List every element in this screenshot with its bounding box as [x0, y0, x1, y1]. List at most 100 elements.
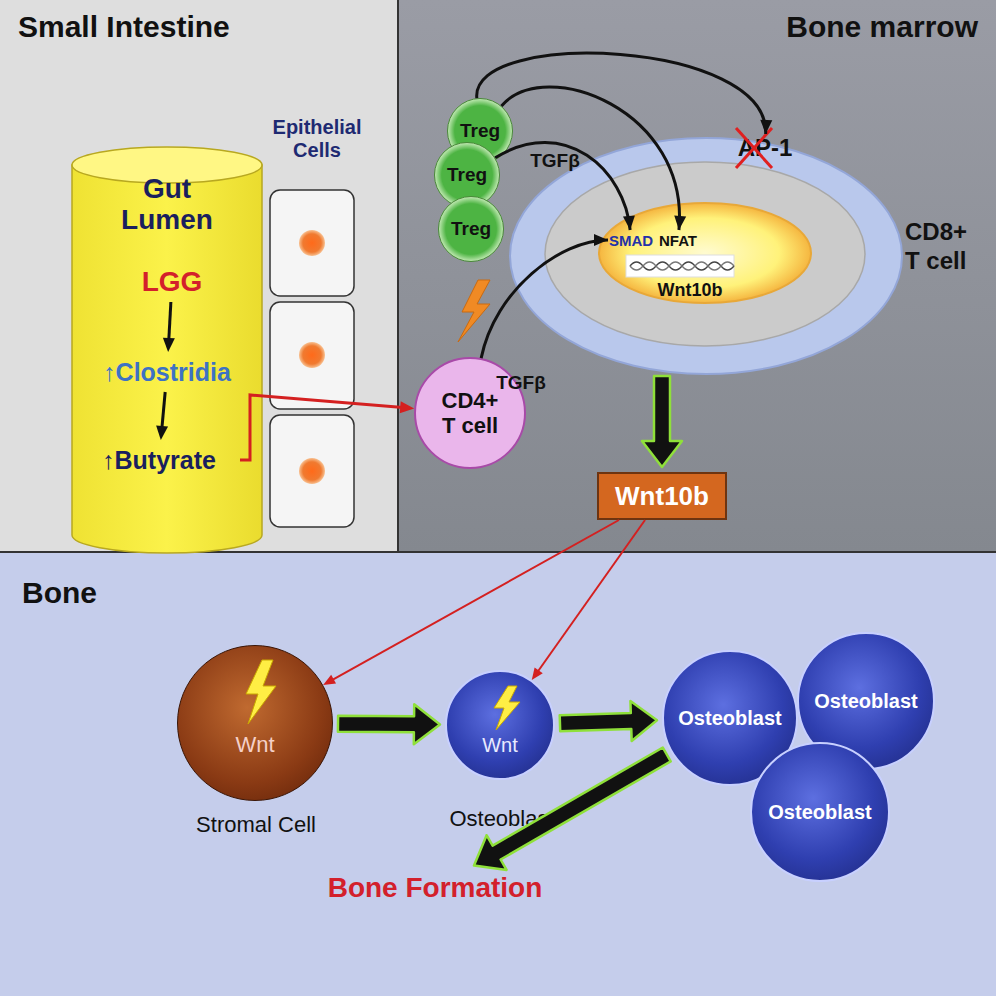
panel-band: Bone marrowTregTregTregCD8+ T cellSMADNF…: [398, 0, 996, 552]
connector: [642, 376, 682, 467]
wnt10b-box: Wnt10b: [597, 472, 727, 520]
arrow-head: [623, 216, 635, 230]
connector: [560, 701, 657, 741]
transcription-factor: SMAD: [608, 230, 654, 250]
dna-helix: [630, 262, 734, 270]
panel-band: BoneWntStromal CellWntOsteoblastOsteobla…: [0, 552, 996, 996]
cell-membrane: [510, 138, 902, 374]
node-text: Wnt: [482, 734, 518, 757]
arrow-head: [674, 216, 686, 230]
cell-nucleus-dot: [299, 230, 325, 256]
lightning-symbol: [458, 280, 490, 342]
dna-helix: [630, 262, 734, 270]
connector: [156, 392, 168, 440]
node-text: CD8+ T cell: [905, 218, 983, 276]
panel-background: [0, 552, 996, 996]
treg-cell: Treg: [438, 196, 504, 262]
dna-frame: [626, 255, 734, 277]
node-text: SMAD: [609, 232, 653, 249]
connector: [495, 143, 635, 230]
curved-arrow-line: [477, 53, 766, 134]
connector: [481, 234, 608, 358]
connector: [477, 53, 773, 134]
bacteria-label: LGG: [117, 262, 227, 302]
transcription-factor: AP-1: [730, 134, 800, 162]
node-text: Osteoblast: [814, 690, 917, 713]
epithelial-cell: [270, 190, 354, 296]
connector: [163, 302, 175, 352]
arrow-line: [332, 520, 619, 680]
node-text: Treg: [451, 218, 491, 240]
curved-arrow-line: [481, 240, 608, 358]
connector: [474, 748, 671, 870]
block-arrow: [642, 376, 682, 467]
epithelial-cell: [270, 415, 354, 527]
cell-nucleus-dot: [299, 342, 325, 368]
lightning-symbol: [246, 660, 276, 724]
cd8-t-cell: CD8+ T cellSMADNFATAP-1Wnt10b: [510, 138, 902, 374]
node-text: Osteoblast: [768, 801, 871, 824]
lightning-symbol: [494, 686, 520, 730]
inhibition-cross: [736, 128, 772, 168]
curved-arrow-line: [501, 87, 679, 230]
node-text: CD4+ T cell: [435, 388, 505, 439]
arrow-head: [594, 234, 608, 246]
node-text: NFAT: [659, 232, 697, 249]
arrow-head: [532, 667, 543, 680]
node-text: Wnt: [235, 732, 274, 758]
node-text: Treg: [447, 164, 487, 186]
node-text: LGG: [142, 266, 203, 298]
connector: [532, 520, 645, 680]
cell-layer-label: Epithelial Cells: [262, 116, 372, 162]
cytoplasm: [545, 162, 865, 346]
node-text: Osteoblast: [678, 707, 781, 730]
panel-band: Small IntestineGut LumenLGG ↑Clostridia ↑B…: [0, 0, 398, 552]
osteoblast-cell: Osteoblast: [750, 742, 890, 882]
node-text: Wnt10b: [615, 481, 709, 512]
node-text: ↑Butyrate: [102, 446, 216, 475]
node-caption: Stromal Cell: [156, 812, 356, 838]
node-text: Bone marrow: [728, 10, 978, 44]
nucleus: [599, 203, 811, 303]
epithelial-cell: [270, 302, 354, 409]
transcription-factor: NFAT: [654, 230, 702, 250]
connector: [240, 395, 414, 460]
arrow-line: [169, 302, 171, 341]
cytokine-label: TGFβ: [520, 150, 590, 172]
node-text: ↑Clostridia: [103, 358, 231, 387]
node-text: AP-1: [738, 134, 793, 162]
arrow-line: [537, 520, 645, 672]
stromal-cell: WntStromal Cell: [177, 645, 333, 801]
block-arrow: [474, 748, 671, 870]
arrow-head: [163, 338, 175, 352]
connector: [323, 520, 619, 685]
node-text: Gut Lumen: [117, 174, 217, 236]
panel-background: [398, 0, 996, 552]
node-text: Small Intestine: [18, 10, 378, 44]
gut-lumen-cylinder: Gut LumenLGG ↑Clostridia ↑Butyrate: [72, 160, 262, 540]
cell-nucleus-dot: [299, 458, 325, 484]
curved-arrow-line: [495, 143, 630, 230]
arrow-line: [240, 395, 403, 460]
node-caption: Osteoblast: [407, 806, 597, 832]
block-arrow: [338, 704, 440, 744]
outcome-label: Bone Formation: [310, 868, 560, 908]
node-text: Bone: [22, 576, 222, 610]
inhibition-cross: [736, 128, 772, 168]
metabolite-label: ↑Butyrate: [78, 440, 240, 480]
panel-divider: [397, 0, 399, 552]
arrow-head: [400, 401, 414, 413]
node-text: Bone Formation: [328, 872, 543, 904]
node-text: Wnt10b: [658, 280, 723, 301]
bacteria-label: ↑Clostridia: [78, 352, 256, 392]
cytokine-label: TGFβ: [486, 372, 556, 394]
panel-background: [0, 0, 398, 552]
connector: [501, 87, 686, 230]
connector: [338, 704, 440, 744]
arrow-head: [156, 426, 168, 440]
arrow-head: [323, 675, 336, 685]
